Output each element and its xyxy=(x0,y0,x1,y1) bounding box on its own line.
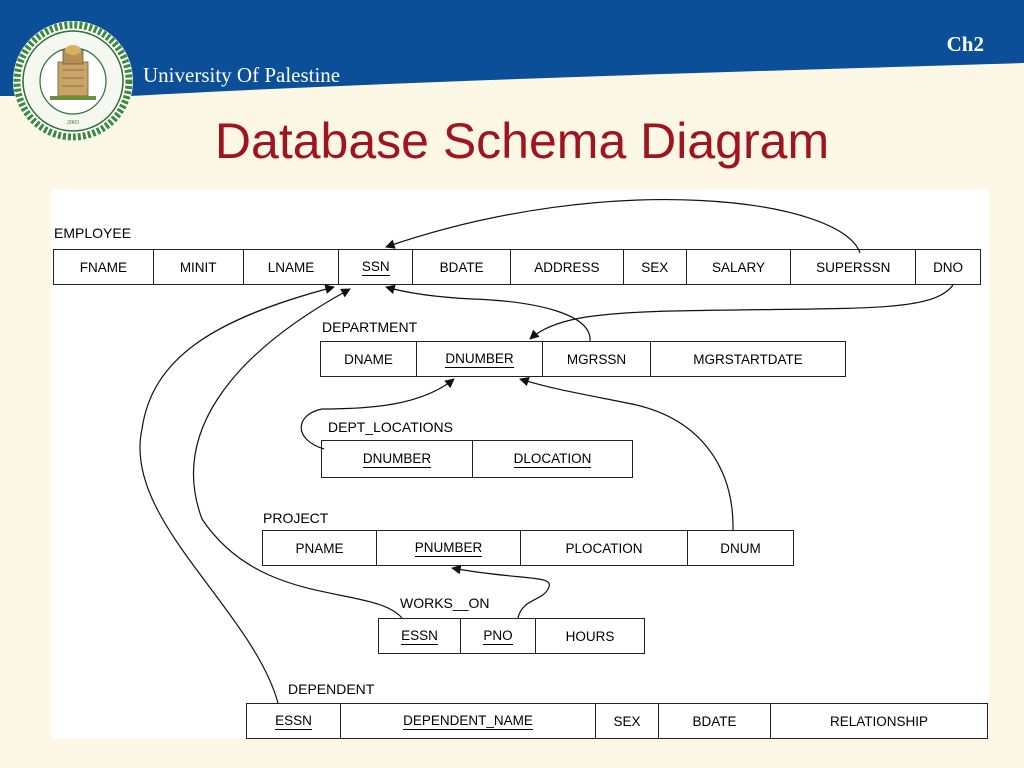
column-superssn: SUPERSSN xyxy=(791,250,917,284)
header-band xyxy=(0,0,1024,96)
table-employee: FNAME MINIT LNAME SSN BDATE ADDRESS SEX … xyxy=(53,249,981,285)
column-dnumber-primary-key: DNUMBER xyxy=(322,441,473,477)
slide-title: Database Schema Diagram xyxy=(214,113,830,169)
column-minit: MINIT xyxy=(154,250,244,284)
column-pnumber-primary-key: PNUMBER xyxy=(377,531,521,565)
table-works-on: ESSN PNO HOURS xyxy=(378,618,645,654)
column-fname: FNAME xyxy=(54,250,154,284)
column-mgrssn: MGRSSN xyxy=(543,342,651,376)
table-name-department: DEPARTMENT xyxy=(322,319,418,335)
svg-text:2003: 2003 xyxy=(67,120,79,126)
column-mgrstartdate: MGRSTARTDATE xyxy=(693,351,803,367)
arrow-dept-locations-to-dnumber xyxy=(300,378,455,450)
table-name-dependent: DEPENDENT xyxy=(288,681,375,697)
column-pname: PNAME xyxy=(263,531,377,565)
column-ssn-primary-key: SSN xyxy=(339,250,414,284)
column-dlocation-primary-key: DLOCATION xyxy=(513,450,592,468)
column-pno-primary-key: PNO xyxy=(461,619,536,653)
table-dept-locations: DNUMBER DLOCATION xyxy=(321,440,633,478)
table-project: PNAME PNUMBER PLOCATION DNUM xyxy=(262,530,794,566)
table-name-dept-locations: DEPT_LOCATIONS xyxy=(328,419,453,435)
column-essn-primary-key: ESSN xyxy=(247,704,341,738)
table-name-works-on: WORKS__ON xyxy=(400,595,490,611)
table-name-employee: EMPLOYEE xyxy=(54,225,132,241)
column-salary: SALARY xyxy=(687,250,792,284)
arrow-dependent-essn-to-ssn xyxy=(139,284,335,704)
column-address: ADDRESS xyxy=(511,250,624,284)
column-dependent-name-primary-key: DEPENDENT_NAME xyxy=(341,704,596,738)
university-name: University Of Palestine xyxy=(143,63,341,87)
column-relationship: RELATIONSHIP xyxy=(829,713,929,729)
arrow-superssn-to-ssn xyxy=(385,199,861,254)
arrow-dno-to-dnumber xyxy=(529,284,954,340)
chapter-label: Ch2 xyxy=(946,32,984,56)
table-department: DNAME DNUMBER MGRSSN MGRSTARTDATE xyxy=(320,341,846,377)
university-seal-icon: 2003 xyxy=(13,21,133,141)
column-dnum: DNUM xyxy=(720,540,761,556)
table-name-project: PROJECT xyxy=(263,510,329,526)
table-dependent: ESSN DEPENDENT_NAME SEX BDATE RELATIONSH… xyxy=(246,703,988,739)
column-bdate: BDATE xyxy=(659,704,771,738)
column-lname: LNAME xyxy=(244,250,340,284)
column-sex: SEX xyxy=(624,250,687,284)
column-bdate: BDATE xyxy=(413,250,512,284)
column-hours: HOURS xyxy=(565,628,615,644)
column-dno: DNO xyxy=(933,259,964,275)
column-sex: SEX xyxy=(596,704,659,738)
column-plocation: PLOCATION xyxy=(521,531,688,565)
column-dnumber-primary-key: DNUMBER xyxy=(417,342,543,376)
column-dname: DNAME xyxy=(321,342,417,376)
column-essn-primary-key: ESSN xyxy=(379,619,461,653)
schema-diagram: EMPLOYEE FNAME MINIT LNAME SSN BDATE ADD… xyxy=(52,189,989,739)
